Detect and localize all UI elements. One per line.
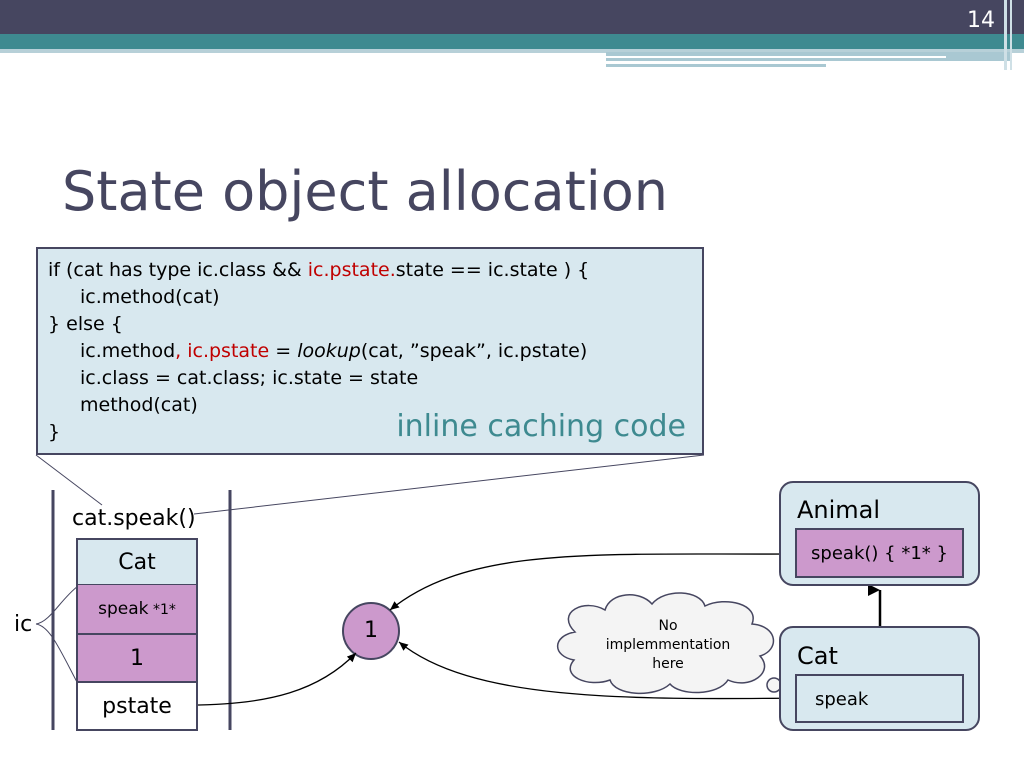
state-node-label: 1 [364, 618, 378, 643]
code-highlight: , ic.pstate [175, 340, 270, 362]
header-accent-line-2 [606, 56, 946, 58]
cloud-line-3: here [652, 656, 684, 672]
slide-number: 14 [967, 8, 995, 33]
header-light-band [0, 49, 1024, 53]
slide-title: State object allocation [62, 160, 669, 223]
ic-method-cell: speak *1* [76, 585, 198, 635]
header-edge-stripe-2 [1010, 0, 1012, 70]
cloud-line-1: No [658, 618, 678, 634]
code-caption: inline caching code [396, 409, 686, 444]
ic-state-cell: 1 [76, 635, 198, 683]
code-line-4: ic.method, ic.pstate = lookup(cat, ”spea… [80, 340, 587, 362]
ic-pstate-cell: pstate [76, 683, 198, 731]
state-node [342, 602, 400, 660]
pstate-arrow [189, 652, 357, 706]
code-text: ic.method [80, 340, 176, 362]
code-text: (cat, ”speak”, ic.pstate) [360, 340, 588, 362]
code-line-6: method(cat) [80, 394, 198, 416]
ic-method-name: speak [98, 599, 149, 619]
ic-class-cell: Cat [76, 538, 198, 586]
code-lookup-call: lookup [297, 340, 361, 362]
code-line-5: ic.class = cat.class; ic.state = state [80, 367, 419, 389]
code-text: state == ic.state ) { [395, 259, 590, 281]
code-box: if (cat has type ic.class && ic.pstate.s… [36, 247, 704, 455]
ic-bracket [35, 585, 79, 685]
ic-method-ref: *1* [148, 602, 176, 618]
callout-line-right [193, 454, 705, 515]
cloud-line-2: implemmentation [605, 637, 731, 653]
code-line-2: ic.method(cat) [80, 286, 220, 308]
code-line-3: } else { [48, 313, 123, 335]
ic-label: ic [14, 612, 33, 637]
code-line-7: } [48, 421, 61, 443]
animal-class-name: Animal [797, 496, 881, 524]
animal-speak-method: speak() { *1* } [795, 528, 964, 578]
code-line-1: if (cat has type ic.class && ic.pstate.s… [48, 259, 589, 281]
code-text: if (cat has type ic.class && [48, 259, 308, 281]
code-text: = [269, 340, 298, 362]
call-site-label: cat.speak() [72, 506, 196, 531]
cat-speak-slot: speak [795, 674, 964, 723]
header-dark-band [0, 0, 1024, 34]
cloud-shape [557, 592, 775, 695]
callout-line-left [35, 454, 103, 506]
animal-speak-arrow [389, 553, 796, 611]
cat-class-name: Cat [797, 642, 838, 670]
cat-speak-arrow [398, 641, 807, 700]
code-highlight: ic.pstate. [307, 259, 396, 281]
header-edge-stripe [1004, 0, 1007, 70]
header-teal-band [0, 34, 1024, 49]
cloud-text: No implemmentation here [590, 617, 746, 674]
header-accent-line [606, 64, 826, 67]
